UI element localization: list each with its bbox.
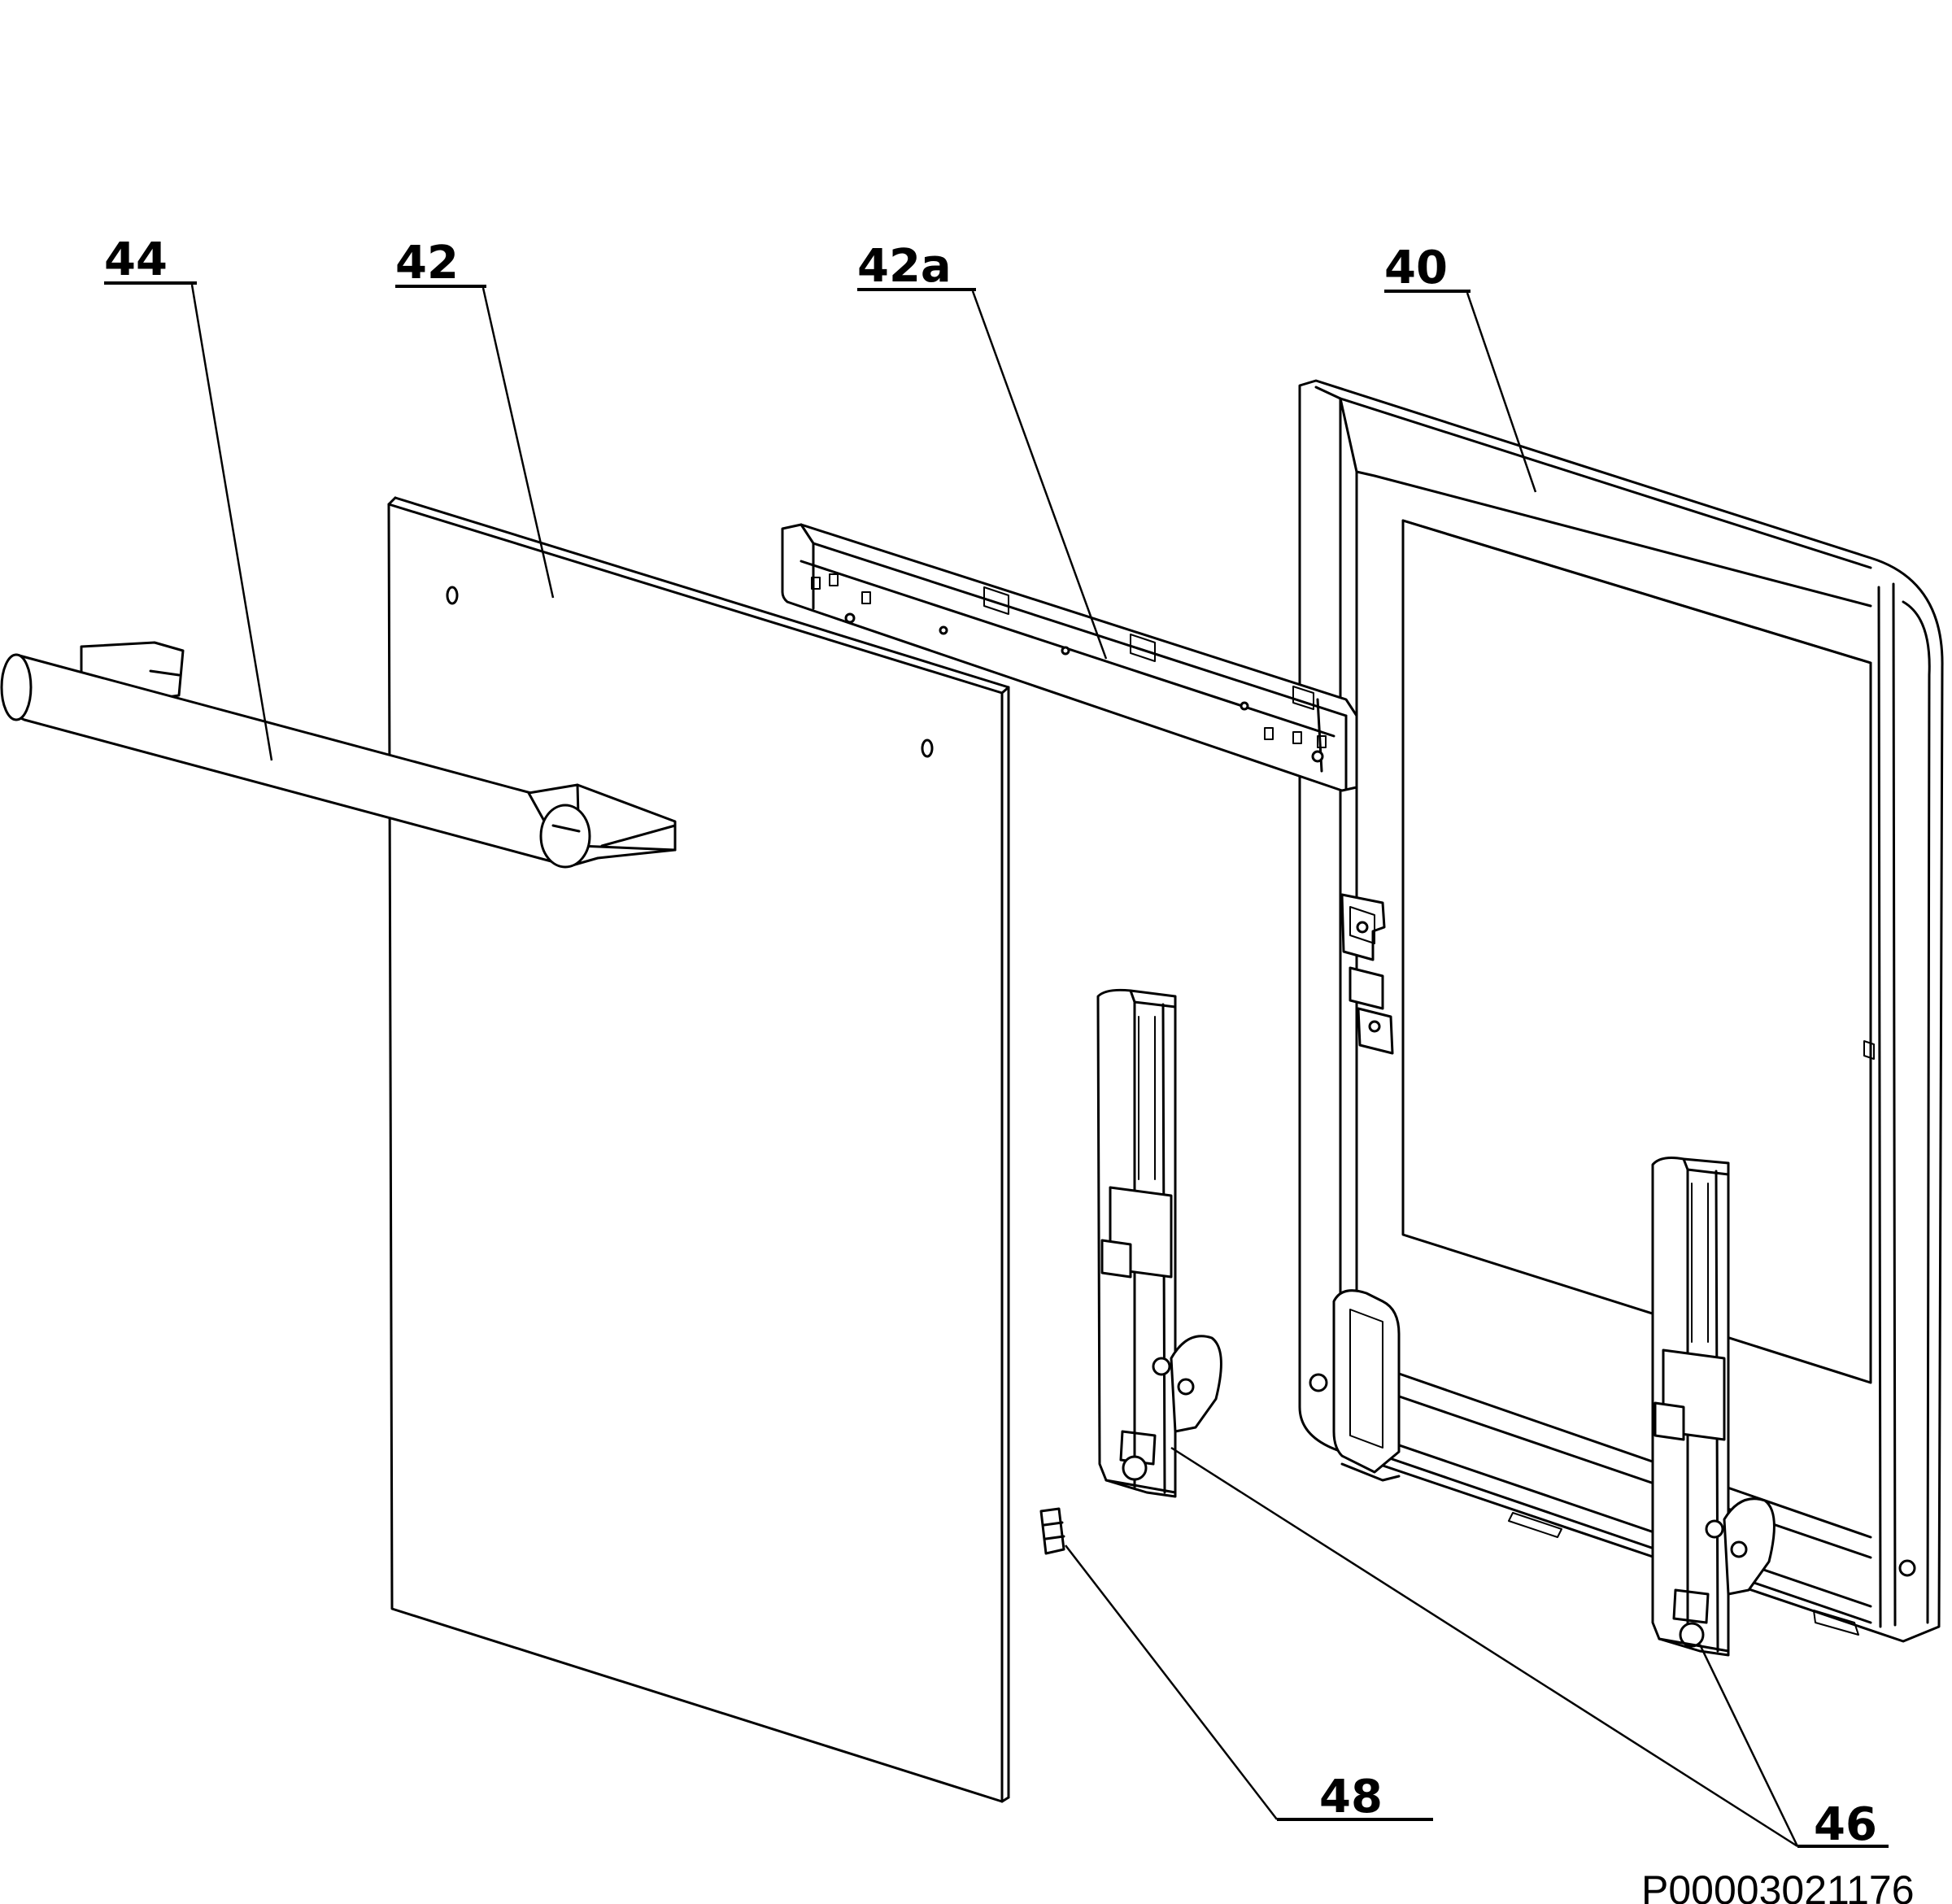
handle-drawing — [0, 641, 677, 869]
hinge-left-drawing — [1096, 988, 1222, 1498]
part-label-42: 42 — [395, 237, 459, 290]
leader-lines — [104, 281, 1889, 1848]
part-label-42a: 42a — [857, 240, 952, 293]
part-label-46: 46 — [1814, 1798, 1877, 1851]
clip-drawing — [1039, 1507, 1065, 1555]
hinge-right-drawing — [1651, 1157, 1776, 1657]
door-frame-drawing — [1298, 379, 1944, 1643]
glass-panel-drawing — [387, 496, 1010, 1803]
part-label-40: 40 — [1384, 242, 1448, 294]
diagram-reference-code: P00003021176 — [1641, 1867, 1915, 1904]
top-rail-drawing — [781, 523, 1358, 792]
part-label-44: 44 — [104, 233, 168, 286]
part-label-48: 48 — [1319, 1771, 1383, 1823]
